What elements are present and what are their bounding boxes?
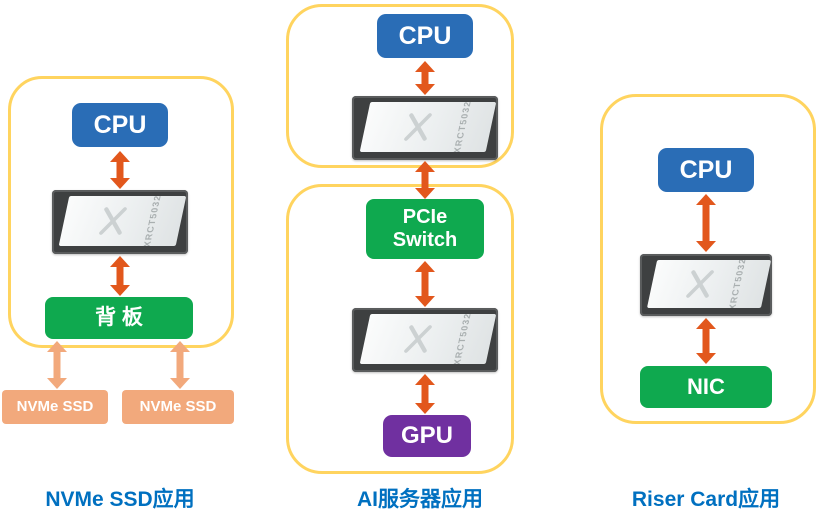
chip-body: XRCT5032: [58, 196, 187, 247]
chip-body: XRCT5032: [359, 314, 497, 365]
chip-body: XRCT5032: [359, 102, 497, 153]
retimer-chip: XRCT5032: [640, 254, 772, 316]
nvme-caption: NVMe SSD应用: [45, 488, 195, 511]
riser-cpu-box: CPU: [658, 148, 754, 192]
ai-cpu-box: CPU: [377, 14, 473, 58]
pcie-switch-box: PCIe Switch: [366, 199, 484, 259]
retimer-chip: XRCT5032: [352, 96, 498, 160]
backplane-box: 背 板: [45, 297, 193, 339]
double-arrow-icon: [414, 261, 436, 307]
nic-box: NIC: [640, 366, 772, 408]
ai-group-border-top: [286, 4, 514, 168]
chip-part-number: XRCT5032: [726, 260, 748, 309]
retimer-chip: XRCT5032: [52, 190, 188, 254]
chip-part-number: XRCT5032: [451, 102, 474, 153]
double-arrow-icon: [414, 374, 436, 414]
double-arrow-icon: [414, 61, 436, 95]
double-arrow-icon: [414, 161, 436, 199]
ssd-arrow-icon: [169, 341, 191, 389]
chip-part-number: XRCT5032: [142, 196, 164, 247]
nvme-ssd-box-right: NVMe SSD: [122, 390, 234, 424]
ai-group-border-bottom: [286, 184, 514, 474]
nvme-group-border: [8, 76, 234, 348]
ssd-arrow-icon: [46, 341, 68, 389]
chip-part-number: XRCT5032: [451, 314, 474, 365]
riser-group-border: [600, 94, 816, 424]
double-arrow-icon: [109, 151, 131, 189]
ai-caption: AI服务器应用: [357, 488, 483, 511]
retimer-chip: XRCT5032: [352, 308, 498, 372]
double-arrow-icon: [695, 318, 717, 364]
double-arrow-icon: [695, 194, 717, 252]
double-arrow-icon: [109, 256, 131, 296]
riser-caption: Riser Card应用: [631, 488, 781, 511]
chip-body: XRCT5032: [646, 260, 771, 309]
nvme-cpu-box: CPU: [72, 103, 168, 147]
gpu-box: GPU: [383, 415, 471, 457]
nvme-ssd-box-left: NVMe SSD: [2, 390, 108, 424]
